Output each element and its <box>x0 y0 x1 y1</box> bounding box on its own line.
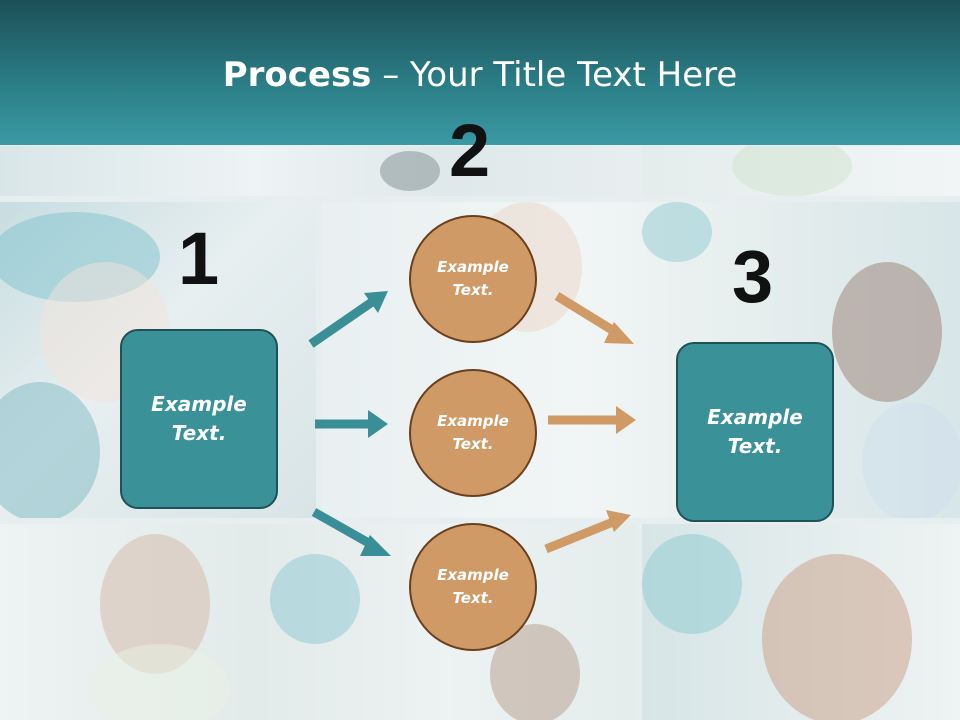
step-1-number: 1 <box>178 217 220 300</box>
arrow-down-right <box>544 517 615 554</box>
step-2-circle-text: Example Text. <box>437 566 509 607</box>
arrow-up-right-head <box>604 322 634 344</box>
teal-arrows <box>308 291 391 556</box>
step-1-text: Example Text. <box>151 392 247 445</box>
title-bar <box>0 0 960 145</box>
title-rest: – Your Title Text Here <box>371 55 738 95</box>
title-bold: Process <box>222 55 372 95</box>
photo-tile <box>0 524 636 720</box>
arrow-down-left-head <box>360 535 391 556</box>
step-1-box[interactable]: Example Text. <box>120 329 278 509</box>
photo-tile <box>642 524 960 720</box>
arrow-up-left <box>308 298 375 348</box>
photo-tile <box>0 146 636 196</box>
step-3-number: 3 <box>732 235 774 318</box>
step-3-text: Example Text. <box>707 405 803 458</box>
step-2-circle-text: Example Text. <box>437 412 509 453</box>
arrow-mid-left-head <box>368 410 388 438</box>
arrow-up-right <box>554 292 620 337</box>
arrow-down-left <box>311 508 377 550</box>
step-3-box[interactable]: Example Text. <box>676 342 834 522</box>
photo-tile <box>642 146 960 196</box>
step-2-circle[interactable]: Example Text. <box>409 523 537 651</box>
step-2-number: 2 <box>449 109 491 192</box>
step-2-circle[interactable]: Example Text. <box>409 369 537 497</box>
step-2-circle-text: Example Text. <box>437 258 509 299</box>
arrow-down-right-head <box>606 510 631 532</box>
slide-title: Process – Your Title Text Here <box>0 55 960 95</box>
orange-arrows <box>544 292 636 554</box>
arrow-mid-right-head <box>616 406 636 434</box>
step-2-circle[interactable]: Example Text. <box>409 215 537 343</box>
arrow-up-left-head <box>364 291 388 313</box>
